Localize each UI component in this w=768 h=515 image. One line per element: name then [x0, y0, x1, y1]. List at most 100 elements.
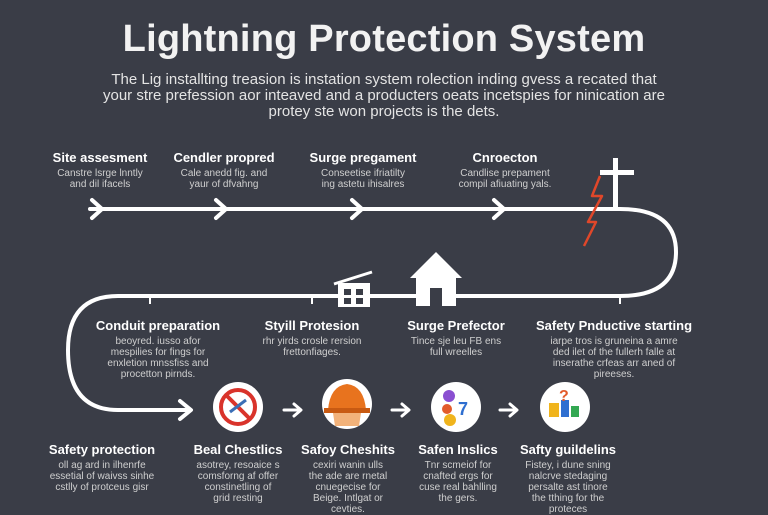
step-desc-line: yaur of dfvahng [189, 179, 259, 190]
svg-text:7: 7 [458, 399, 468, 419]
step-desc-line: Tince sje leu FB ens [410, 336, 502, 347]
step-desc: asotrey, resoaice s comsforng af offer c… [184, 460, 292, 504]
step-desc-line: asotrey, resoaice s [196, 460, 280, 471]
step-desc: beoyred. iusso afor mespilies for fings … [88, 336, 228, 380]
step-desc-line: mespilies for fings for [110, 347, 206, 358]
step-desc-line: oll ag ard in ilhenrfe [58, 460, 146, 471]
step-title: Conduit preparation [95, 318, 221, 333]
step-desc: Candlise prepament compil afiuating yals… [440, 168, 570, 190]
step-desc: cexiri wanin ulls the ade are rnetal cnu… [296, 460, 400, 515]
step-desc-line: rhr yirds crosle rersion [262, 336, 362, 347]
page-title: Lightning Protection System [122, 18, 646, 60]
arrow-icon [498, 402, 519, 418]
step-desc-line: grid resting [213, 493, 263, 504]
step-desc: oll ag ard in ilhenrfe essetial of waivs… [34, 460, 170, 493]
intro-line-3: protey ste won projects is the dets. [268, 103, 500, 120]
step-desc-line: Tnr scmeiof for [424, 460, 492, 471]
arrow-icon [178, 399, 193, 421]
step-safty-guildelins: Safty guildelins Fistey, i dune sning na… [514, 442, 622, 515]
step-desc-line: constinetling of [204, 482, 272, 493]
cross-icon [600, 158, 634, 208]
step-desc-line: proteces [548, 504, 588, 515]
step-desc-line: the gers. [438, 493, 478, 504]
intro-text: The Lig installting treasion is instatio… [90, 72, 678, 120]
step-conduit-preparation: Conduit preparation beoyred. iusso afor … [88, 318, 228, 380]
step-site-assessment: Site assesment Canstre lsrge lnntly and … [40, 150, 160, 190]
step-desc-line: ing astetu ihisalres [321, 179, 405, 190]
building-icon [333, 270, 373, 307]
house-icon [410, 252, 462, 306]
lightning-bolt-icon [582, 175, 604, 247]
step-title: Safty guildelins [519, 442, 617, 457]
step-desc-line: cexiri wanin ulls [312, 460, 384, 471]
step-title: Safety protection [48, 442, 156, 457]
step-desc-line: cuse real bahlling [419, 482, 497, 493]
step-desc-line: ded ilet of the fullerh falle at [552, 347, 676, 358]
hard-hat-icon [322, 379, 372, 429]
step-desc-line: Cale anedd fig. and [180, 168, 268, 179]
step-desc-line: cnafted ergs for [423, 471, 493, 482]
step-desc-line: nalcrve stedaging [528, 471, 608, 482]
step-title: Site assesment [52, 150, 148, 165]
step-desc: Tnr scmeiof for cnafted ergs for cuse re… [406, 460, 510, 504]
arrow-icon [390, 402, 411, 418]
step-desc-line: frettonfiages. [283, 347, 341, 358]
step-title: Safen Inslics [418, 442, 498, 457]
step-desc-line: Beige. Intlgat or [312, 493, 384, 504]
step-desc-line: the ade are rnetal [308, 471, 388, 482]
intro-line-2: your stre prefession aor inteaved and a … [103, 87, 665, 104]
step-desc-line: and dil ifacels [69, 179, 131, 190]
step-desc-line: pireeses. [593, 369, 635, 380]
arrow-icon [214, 198, 228, 220]
step-styill-protesion: Styill Protesion rhr yirds crosle rersio… [256, 318, 368, 358]
arrow-icon [350, 198, 364, 220]
step-title: Surge Prefector [407, 318, 505, 333]
intro-line-1: The Lig installting treasion is instatio… [111, 71, 657, 88]
step-title: Safoy Cheshits [301, 442, 395, 457]
step-cendler-propred: Cendler propred Cale anedd fig. and yaur… [164, 150, 284, 190]
chemical-bottles-icon: 7 [431, 382, 481, 432]
step-desc: rhr yirds crosle rersion frettonfiages. [256, 336, 368, 358]
arrow-icon [282, 402, 303, 418]
step-desc-line: enxletion mnssfiss and [107, 358, 209, 369]
step-title: Cnroecton [472, 150, 538, 165]
step-desc: Cale anedd fig. and yaur of dfvahng [164, 168, 284, 190]
step-safety-protection: Safety protection oll ag ard in ilhenrfe… [34, 442, 170, 493]
step-desc-line: procetton pirnds. [120, 369, 196, 380]
step-title: Styill Protesion [264, 318, 360, 333]
step-title: Safety Pnductive starting [535, 318, 693, 333]
step-desc: Canstre lsrge lnntly and dil ifacels [40, 168, 160, 190]
step-safety-pnductive-starting: Safety Pnductive starting iarpe tros is … [534, 318, 694, 380]
step-desc-line: Canstre lsrge lnntly [57, 168, 143, 179]
step-beal-chestlics: Beal Chestlics asotrey, resoaice s comsf… [184, 442, 292, 504]
step-desc-line: the tthing for the [531, 493, 605, 504]
step-desc-line: cnuegecise for [315, 482, 381, 493]
step-desc-line: cevties. [331, 504, 365, 515]
step-desc: Tince sje leu FB ens full wreelles [398, 336, 514, 358]
step-surge-pregament: Surge pregament Conseetise ifriatilty in… [300, 150, 426, 190]
step-desc: Fistey, i dune sning nalcrve stedaging p… [514, 460, 622, 515]
step-desc-line: beoyred. iusso afor [115, 336, 201, 347]
step-desc: Conseetise ifriatilty ing astetu ihisalr… [300, 168, 426, 190]
step-desc-line: essetial of waivss sinhe [49, 471, 155, 482]
step-desc-line: Candlise prepament [460, 168, 550, 179]
arrow-icon [90, 198, 104, 220]
step-title: Surge pregament [309, 150, 417, 165]
step-desc-line: iarpe tros is gruneina a amre [550, 336, 678, 347]
step-desc: iarpe tros is gruneina a amre ded ilet o… [534, 336, 694, 380]
step-desc-line: Conseetise ifriatilty [321, 168, 405, 179]
step-title: Cendler propred [173, 150, 275, 165]
tools-icon: ? [540, 382, 590, 432]
step-desc-line: cstlly of protceus gisr [55, 482, 149, 493]
step-surge-prefector: Surge Prefector Tince sje leu FB ens ful… [398, 318, 514, 358]
step-desc-line: persalte ast tinore [528, 482, 608, 493]
step-desc-line: compil afiuating yals. [458, 179, 552, 190]
no-entry-icon [213, 382, 263, 432]
step-cnroecton: Cnroecton Candlise prepament compil afiu… [440, 150, 570, 190]
step-desc-line: Fistey, i dune sning [525, 460, 611, 471]
step-desc-line: full wreelles [429, 347, 483, 358]
step-desc-line: comsforng af offer [197, 471, 279, 482]
step-title: Beal Chestlics [193, 442, 283, 457]
svg-text:?: ? [559, 388, 569, 405]
